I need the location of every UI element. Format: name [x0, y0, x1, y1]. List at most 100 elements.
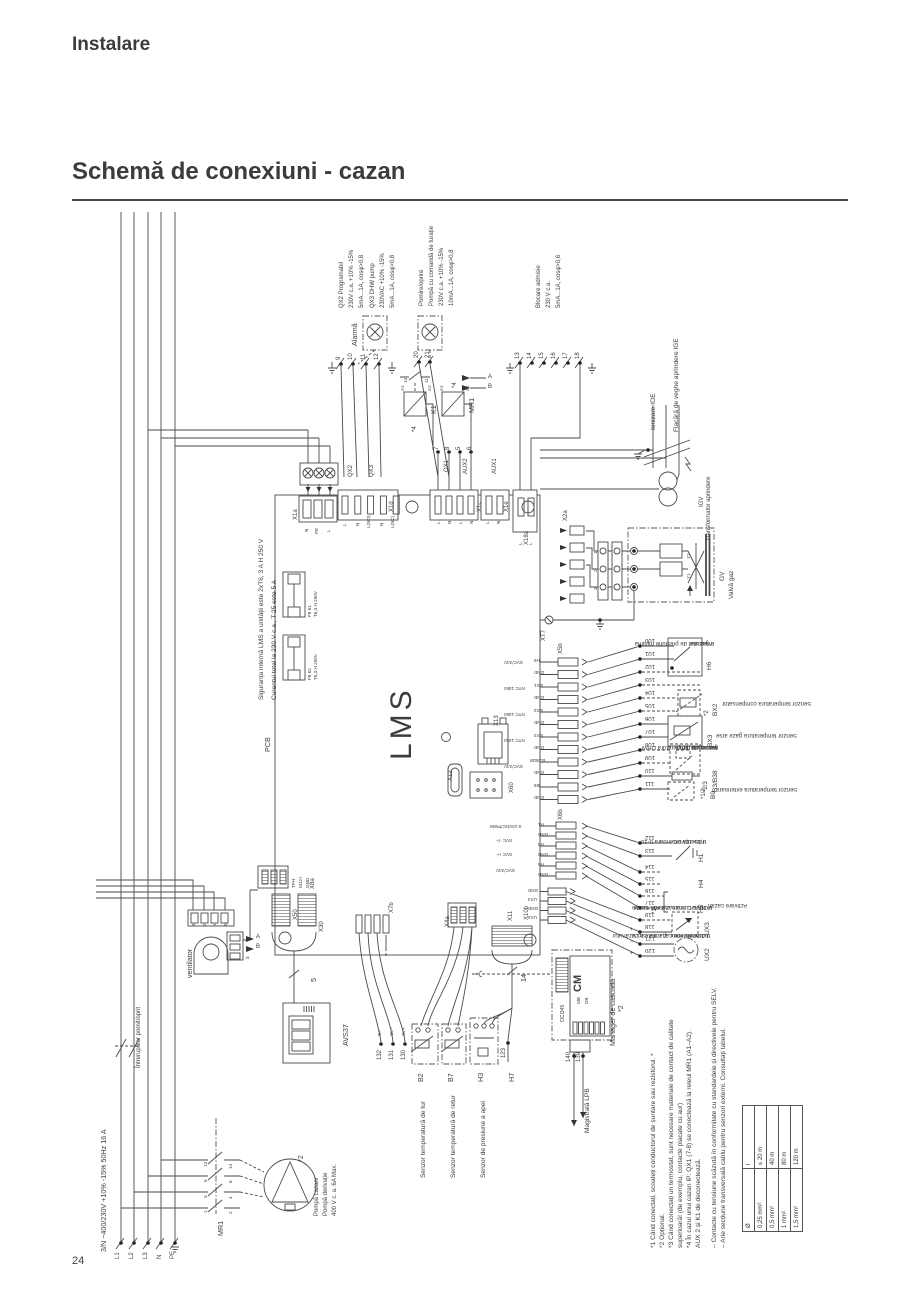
mr1-c2: 2 — [228, 1211, 233, 1214]
x8a-tag: X8a — [310, 878, 316, 889]
gv-pin-3: 3 — [593, 587, 598, 590]
x10b-pin-gnd1: GND — [528, 888, 539, 893]
terminal-107: 107 — [645, 728, 656, 734]
x5b-pin-gnd3: GND — [534, 720, 545, 725]
lms-label: LMS — [385, 686, 418, 760]
lpb-label: Magistrală LPB — [584, 1088, 591, 1133]
terminal-106: 106 — [645, 715, 656, 721]
x60-tag: X60 — [509, 782, 515, 793]
bx3-desc: Senzor temperatură gaze arse — [716, 732, 798, 738]
x5b-pin-bx2: BX2 — [534, 708, 543, 713]
qx2-spec-2: 230V c.a. +10% -15% — [349, 249, 355, 308]
row-1: 1 mm² — [778, 1168, 791, 1232]
fan3-pin-3: 3 — [245, 956, 250, 959]
x6b-sig-3: SVC +/- — [496, 852, 513, 857]
wire-l1: L1 — [115, 1252, 121, 1259]
terminal-5: 5 — [456, 446, 462, 450]
fan-ab-b: B — [256, 944, 261, 950]
x6b-pin-gnd3: GND — [538, 872, 549, 877]
x5b-pin-bx3: BX3 — [534, 733, 543, 738]
h3-code: H3 — [476, 1072, 485, 1082]
x1d-tag: X1d — [389, 501, 395, 512]
b7-desc: Senzor temperatură de retur — [450, 1095, 457, 1178]
terminal-15: 15 — [539, 352, 545, 359]
x13-tag: X13 — [494, 715, 500, 726]
x6b-sig-2: SVC -/+ — [496, 838, 513, 843]
terminal-10: 10 — [348, 353, 354, 360]
x8a-pin-1: TPH — [291, 878, 296, 888]
wirecount-14: 14 — [519, 974, 528, 982]
igv-label: IGV — [699, 496, 705, 507]
x5b-pin-h6: H6 — [534, 658, 540, 663]
pornire-spec-4: 10mA...1A, cosφ>0,8 — [449, 249, 455, 306]
polarity-minus-2: − — [630, 939, 634, 945]
ventilator-label: ventilator — [185, 948, 194, 978]
valva-gaz-label: Valvă gaz — [728, 570, 735, 599]
qx1-tag: QX1 — [444, 459, 450, 472]
terminal-123: 123 — [501, 1047, 507, 1058]
y2-label: Y2 — [686, 553, 691, 559]
bsb-gplus: G+ — [377, 1029, 382, 1036]
k1-star4: *4 — [412, 426, 418, 432]
x5b-pin-b9: B9 — [534, 783, 540, 788]
fuse-note-2: Curentul total la 230 V c.a., T 25 este … — [271, 580, 278, 700]
x5b-pin-bx1: BX1 — [534, 683, 543, 688]
fuse2-rating: T6,3 H 250V — [313, 654, 318, 680]
fan-pin-4: 4 — [191, 923, 196, 926]
terminal-114: 114 — [645, 863, 655, 869]
qx2-tag: QX2 — [348, 464, 354, 477]
terminal-105: 105 — [645, 702, 656, 708]
h5-desc: Activare cazan — [708, 902, 748, 908]
mr1-star4: *4 — [452, 382, 458, 388]
x1e-pin-1: L — [485, 521, 490, 524]
col-length: l — [742, 1105, 755, 1169]
x6b-pin-h5: H5 — [538, 862, 544, 867]
x5b-sig-2: NTC 10k0 — [504, 686, 525, 691]
terminal-120: 120 — [645, 947, 656, 953]
relay-mr1-label: MR1 — [467, 397, 476, 413]
ux2-code: UX2 — [704, 948, 711, 961]
x2a-tag: X2a — [563, 510, 569, 521]
aux1-tag: AUX1 — [492, 458, 498, 474]
x1a-pin-l: L — [326, 529, 331, 532]
x6b-pin-gnd1: GND — [538, 832, 549, 837]
x12-tag: X12 — [448, 770, 454, 781]
b2-code: B2 — [416, 1073, 425, 1082]
terminal-16: 16 — [551, 352, 557, 359]
bx2-star: *2 — [704, 710, 710, 716]
terminal-8: 8 — [445, 446, 451, 450]
cm-label: CM — [572, 974, 584, 992]
x5b-pin-gnd4: GND — [534, 745, 545, 750]
oci-label: OCI345 — [560, 1004, 566, 1022]
polarity-plus-2: + — [630, 951, 634, 957]
flacara-label: Flacără de veghe aprindere IGE — [673, 338, 680, 432]
x50-tag: X50 — [293, 909, 299, 920]
y1-label: Y1 — [686, 573, 691, 579]
b9-code: B9 — [710, 790, 717, 799]
x30-tag: X30 — [319, 921, 325, 932]
x1c-tag: X1c — [477, 501, 483, 512]
gv-pin-2: 2 — [593, 569, 598, 572]
x6b-tag: X6b — [558, 809, 564, 820]
x1a-tag: X1a — [293, 509, 299, 520]
row-05: 0,5 mm² — [766, 1168, 779, 1232]
fan-ab-a: A — [256, 934, 261, 940]
b9-star: *1/2 — [701, 788, 707, 799]
mr1-a2: A2 — [465, 385, 470, 391]
bx2-desc: Senzor temperatură compensator — [722, 700, 812, 706]
mr1-a1: A1 — [439, 385, 444, 391]
aux2-tag: AUX2 — [463, 458, 469, 474]
qx3-spec-3: 5mA...1A, cosφ>0,8 — [390, 254, 396, 308]
terminal-115: 115 — [645, 875, 655, 881]
x1c-pin-4: N — [469, 520, 474, 524]
manager-star2: *2 — [616, 1005, 625, 1012]
page-title: Schemă de conexiuni - cazan — [72, 158, 406, 185]
terminal-131: 131 — [389, 1049, 395, 1060]
terminal-14: 14 — [527, 352, 533, 359]
qx3-spec-1: QX3 DHW pump — [370, 263, 376, 308]
trafo-label: Transformator aprindere — [706, 476, 712, 541]
k1-a1: A1 — [400, 385, 405, 391]
terminal-20: 20 — [414, 351, 420, 358]
